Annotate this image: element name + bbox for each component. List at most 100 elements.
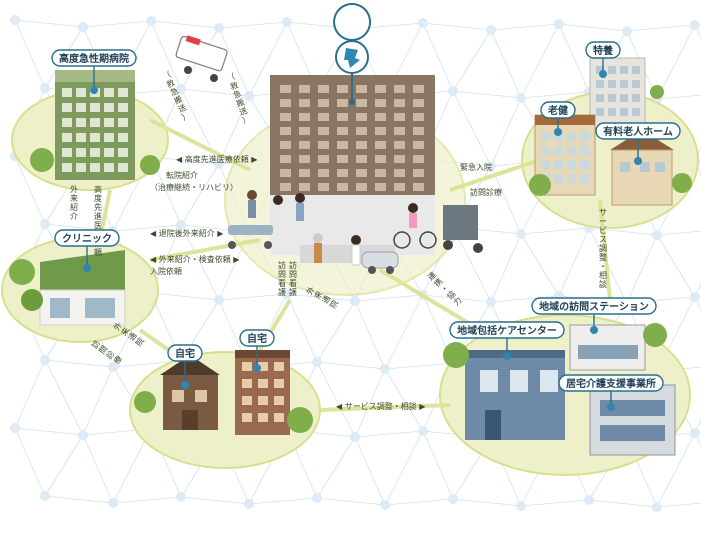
window <box>394 155 405 163</box>
window <box>90 163 100 172</box>
network-line <box>354 294 424 302</box>
edge-label-char: 搬 <box>172 94 183 106</box>
window <box>375 141 386 149</box>
window <box>375 155 386 163</box>
network-line <box>14 427 46 497</box>
window <box>242 396 252 405</box>
window <box>567 146 576 155</box>
network-node <box>40 355 50 365</box>
window <box>299 169 310 177</box>
window <box>318 169 329 177</box>
window <box>608 94 616 102</box>
network-line <box>694 282 701 298</box>
edge-label-char: 看 <box>289 279 297 288</box>
edge-label-service-adjust-right: サービス調整・相談 <box>599 208 607 289</box>
network-line <box>656 24 696 100</box>
window <box>118 163 128 172</box>
window <box>554 146 563 155</box>
window <box>375 169 386 177</box>
window <box>413 99 424 107</box>
window <box>632 94 640 102</box>
care-center-building <box>465 350 565 440</box>
patients-and-staff-icon <box>228 190 361 266</box>
window <box>318 183 329 191</box>
label-home-left: 自宅 <box>167 344 203 389</box>
yuryo-home-building <box>610 130 674 206</box>
network-line <box>316 497 386 506</box>
network-node <box>214 23 224 33</box>
network-node <box>40 491 50 501</box>
edge-label-char: 問 <box>289 270 297 279</box>
network-line <box>384 430 424 506</box>
window <box>620 80 628 88</box>
network-line <box>694 146 701 162</box>
network-line <box>180 163 220 226</box>
window <box>596 80 604 88</box>
location-pin-icon <box>554 128 562 136</box>
network-node <box>214 159 224 169</box>
edge-label-admission-req: 入院依頼 <box>150 266 182 276</box>
acute-hospital-windows <box>62 88 128 172</box>
window <box>280 127 291 135</box>
network-node <box>486 161 496 171</box>
network-line <box>452 29 492 92</box>
edge-label-char: 来 <box>313 290 325 301</box>
network-node <box>214 295 224 305</box>
tree-icon <box>134 391 313 433</box>
network-line <box>490 165 522 235</box>
window <box>90 133 100 142</box>
edge-label-char: 訪 <box>278 260 286 270</box>
window <box>104 118 114 127</box>
window <box>608 108 616 116</box>
clinic-building <box>39 250 126 326</box>
network-node <box>244 91 254 101</box>
location-pin-icon <box>634 157 642 165</box>
window <box>567 174 576 183</box>
window <box>318 127 329 135</box>
network-line <box>656 432 696 508</box>
hospital-logo-icon <box>333 3 372 105</box>
window <box>90 103 100 112</box>
window <box>394 169 405 177</box>
network-line <box>694 160 701 176</box>
edge-label-char: ） <box>241 114 252 125</box>
window <box>632 80 640 88</box>
edge-label-char: 外 <box>304 285 317 297</box>
location-pin-icon <box>90 86 98 94</box>
network-line <box>384 362 454 370</box>
network-line <box>384 294 424 370</box>
network-line <box>286 293 318 363</box>
window <box>356 99 367 107</box>
ambulance-icon <box>175 35 228 82</box>
network-line <box>44 359 84 436</box>
window <box>299 141 310 149</box>
network-node <box>40 83 50 93</box>
network-line <box>316 436 356 499</box>
window <box>596 94 604 102</box>
edge-label-char: 進 <box>94 212 102 221</box>
network-line <box>422 22 454 92</box>
network-line <box>520 23 560 99</box>
network-node <box>516 229 526 239</box>
network-node <box>350 296 360 306</box>
edge-label-discharge-ref: ◀ 退院後外来紹介 ▶ <box>150 228 224 238</box>
window <box>608 80 616 88</box>
network-line <box>150 292 220 301</box>
network-line <box>520 91 590 99</box>
window <box>413 155 424 163</box>
window <box>318 85 329 93</box>
tree-icon <box>443 323 667 368</box>
window <box>608 66 616 74</box>
window <box>280 99 291 107</box>
window <box>375 183 386 191</box>
edge-label-char: （ <box>226 72 237 83</box>
network-line <box>384 498 454 506</box>
window <box>299 127 310 135</box>
window <box>118 88 128 97</box>
window <box>356 183 367 191</box>
network-line <box>588 227 658 236</box>
network-line <box>656 230 701 236</box>
